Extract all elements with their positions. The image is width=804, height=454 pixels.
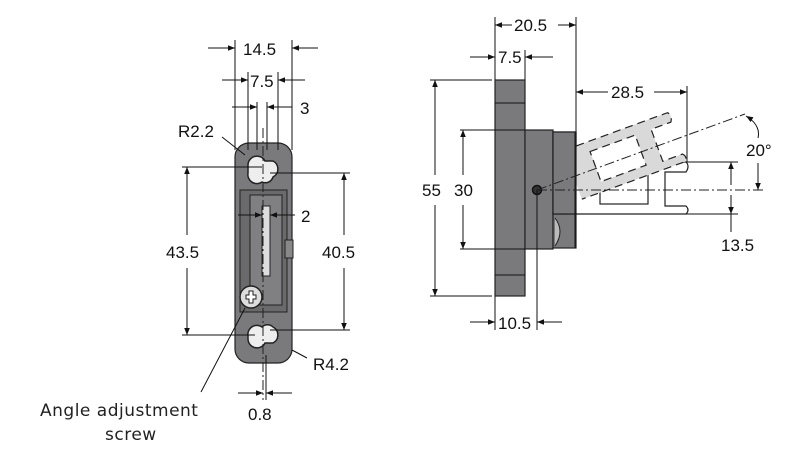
dim-hole-pitch-right: 40.5: [322, 243, 355, 262]
dim-pivot-offset: 10.5: [498, 314, 531, 333]
dim-hole-pitch-left: 43.5: [166, 243, 199, 262]
dim-slot-offset: 3: [300, 99, 309, 118]
cross-head-icon: [245, 290, 257, 304]
dim-block-height: 30: [454, 181, 473, 200]
mounting-plate: [494, 79, 526, 297]
clamp-block-front: [552, 131, 577, 215]
dim-plate-thickness: 7.5: [498, 48, 522, 67]
dim-slot-spacing: 7.5: [250, 72, 274, 91]
profile-angled: [563, 112, 687, 200]
front-view: 14.5 7.5 3 2 43.5 40.5 0.8 R2.2 R4.2 Ang…: [40, 40, 355, 445]
callout-angle-screw-line2: screw: [105, 425, 157, 445]
dim-center-offset: 0.8: [248, 405, 272, 424]
callout-angle-screw-line1: Angle adjustment: [40, 401, 198, 421]
lower-keyhole: [247, 324, 279, 349]
label-radius-large: R4.2: [313, 355, 349, 374]
dim-width-overall: 14.5: [243, 40, 276, 59]
side-tab: [284, 239, 294, 259]
adjustment-slot: [261, 205, 271, 277]
dim-angle: 20°: [746, 141, 772, 160]
side-view: 20.5 7.5 28.5 55 30 13.5 20° 10.5: [422, 16, 772, 333]
screw-side: [554, 217, 561, 247]
dim-depth-overall: 20.5: [514, 16, 547, 35]
dim-profile-reach: 28.5: [611, 83, 644, 102]
dim-height-overall: 55: [422, 181, 441, 200]
dim-profile-height: 13.5: [721, 236, 754, 255]
dim-slot-width: 2: [301, 207, 310, 226]
label-radius-small: R2.2: [178, 122, 214, 141]
